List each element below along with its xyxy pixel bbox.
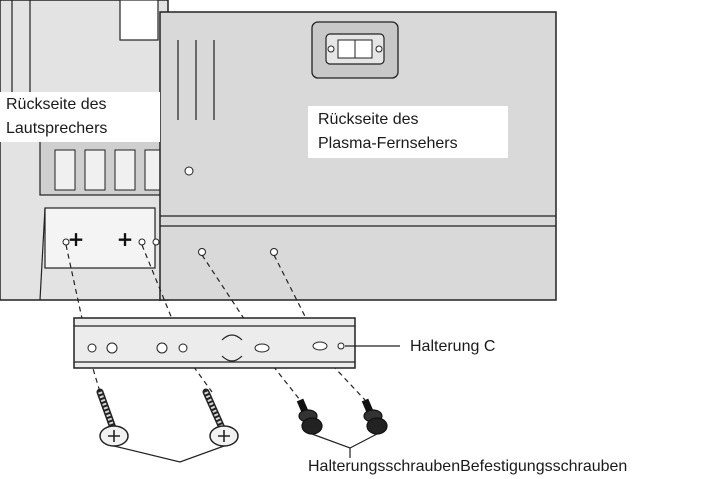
long-screw-left bbox=[96, 388, 129, 447]
bracket-c bbox=[73, 317, 356, 369]
screws-label: HalterungsschraubenBefestigungsschrauben bbox=[308, 458, 628, 475]
speaker-connector bbox=[39, 139, 166, 196]
bracket-hole-3 bbox=[156, 342, 168, 354]
bracket-slot-1 bbox=[254, 343, 270, 353]
bracket-hole-1 bbox=[87, 343, 97, 353]
speaker-hole-right bbox=[138, 238, 146, 246]
tv-back-label-line1: Rückseite des bbox=[318, 111, 419, 128]
tv-hole-right bbox=[270, 248, 278, 256]
speaker-back-label-line1: Rückseite des bbox=[6, 96, 107, 113]
tv-power-connector bbox=[311, 21, 399, 79]
short-screw-left bbox=[296, 398, 323, 435]
tv-back-label-line2: Plasma-Fernsehers bbox=[318, 135, 458, 152]
bracket-hole-2 bbox=[106, 342, 118, 354]
tv-hole-side bbox=[152, 238, 160, 246]
speaker-label-box bbox=[0, 92, 160, 142]
screw-callout-lines bbox=[113, 433, 378, 463]
speaker-plus-right: + bbox=[117, 227, 134, 251]
tv-hole-upper bbox=[184, 166, 194, 176]
bracket-c-label: Halterung C bbox=[410, 338, 496, 355]
long-screw-right bbox=[202, 388, 239, 447]
speaker-back-label-line2: Lautsprechers bbox=[6, 120, 108, 137]
bracket-slot-2 bbox=[312, 341, 328, 351]
tv-label-box bbox=[308, 106, 508, 158]
speaker-back-panel: + + bbox=[0, 0, 169, 301]
short-screw-right bbox=[361, 398, 388, 435]
speaker-plus-left: + bbox=[68, 227, 85, 251]
bracket-hole-4 bbox=[178, 343, 188, 353]
tv-hole-left bbox=[198, 248, 206, 256]
speaker-hole-left bbox=[62, 238, 70, 246]
